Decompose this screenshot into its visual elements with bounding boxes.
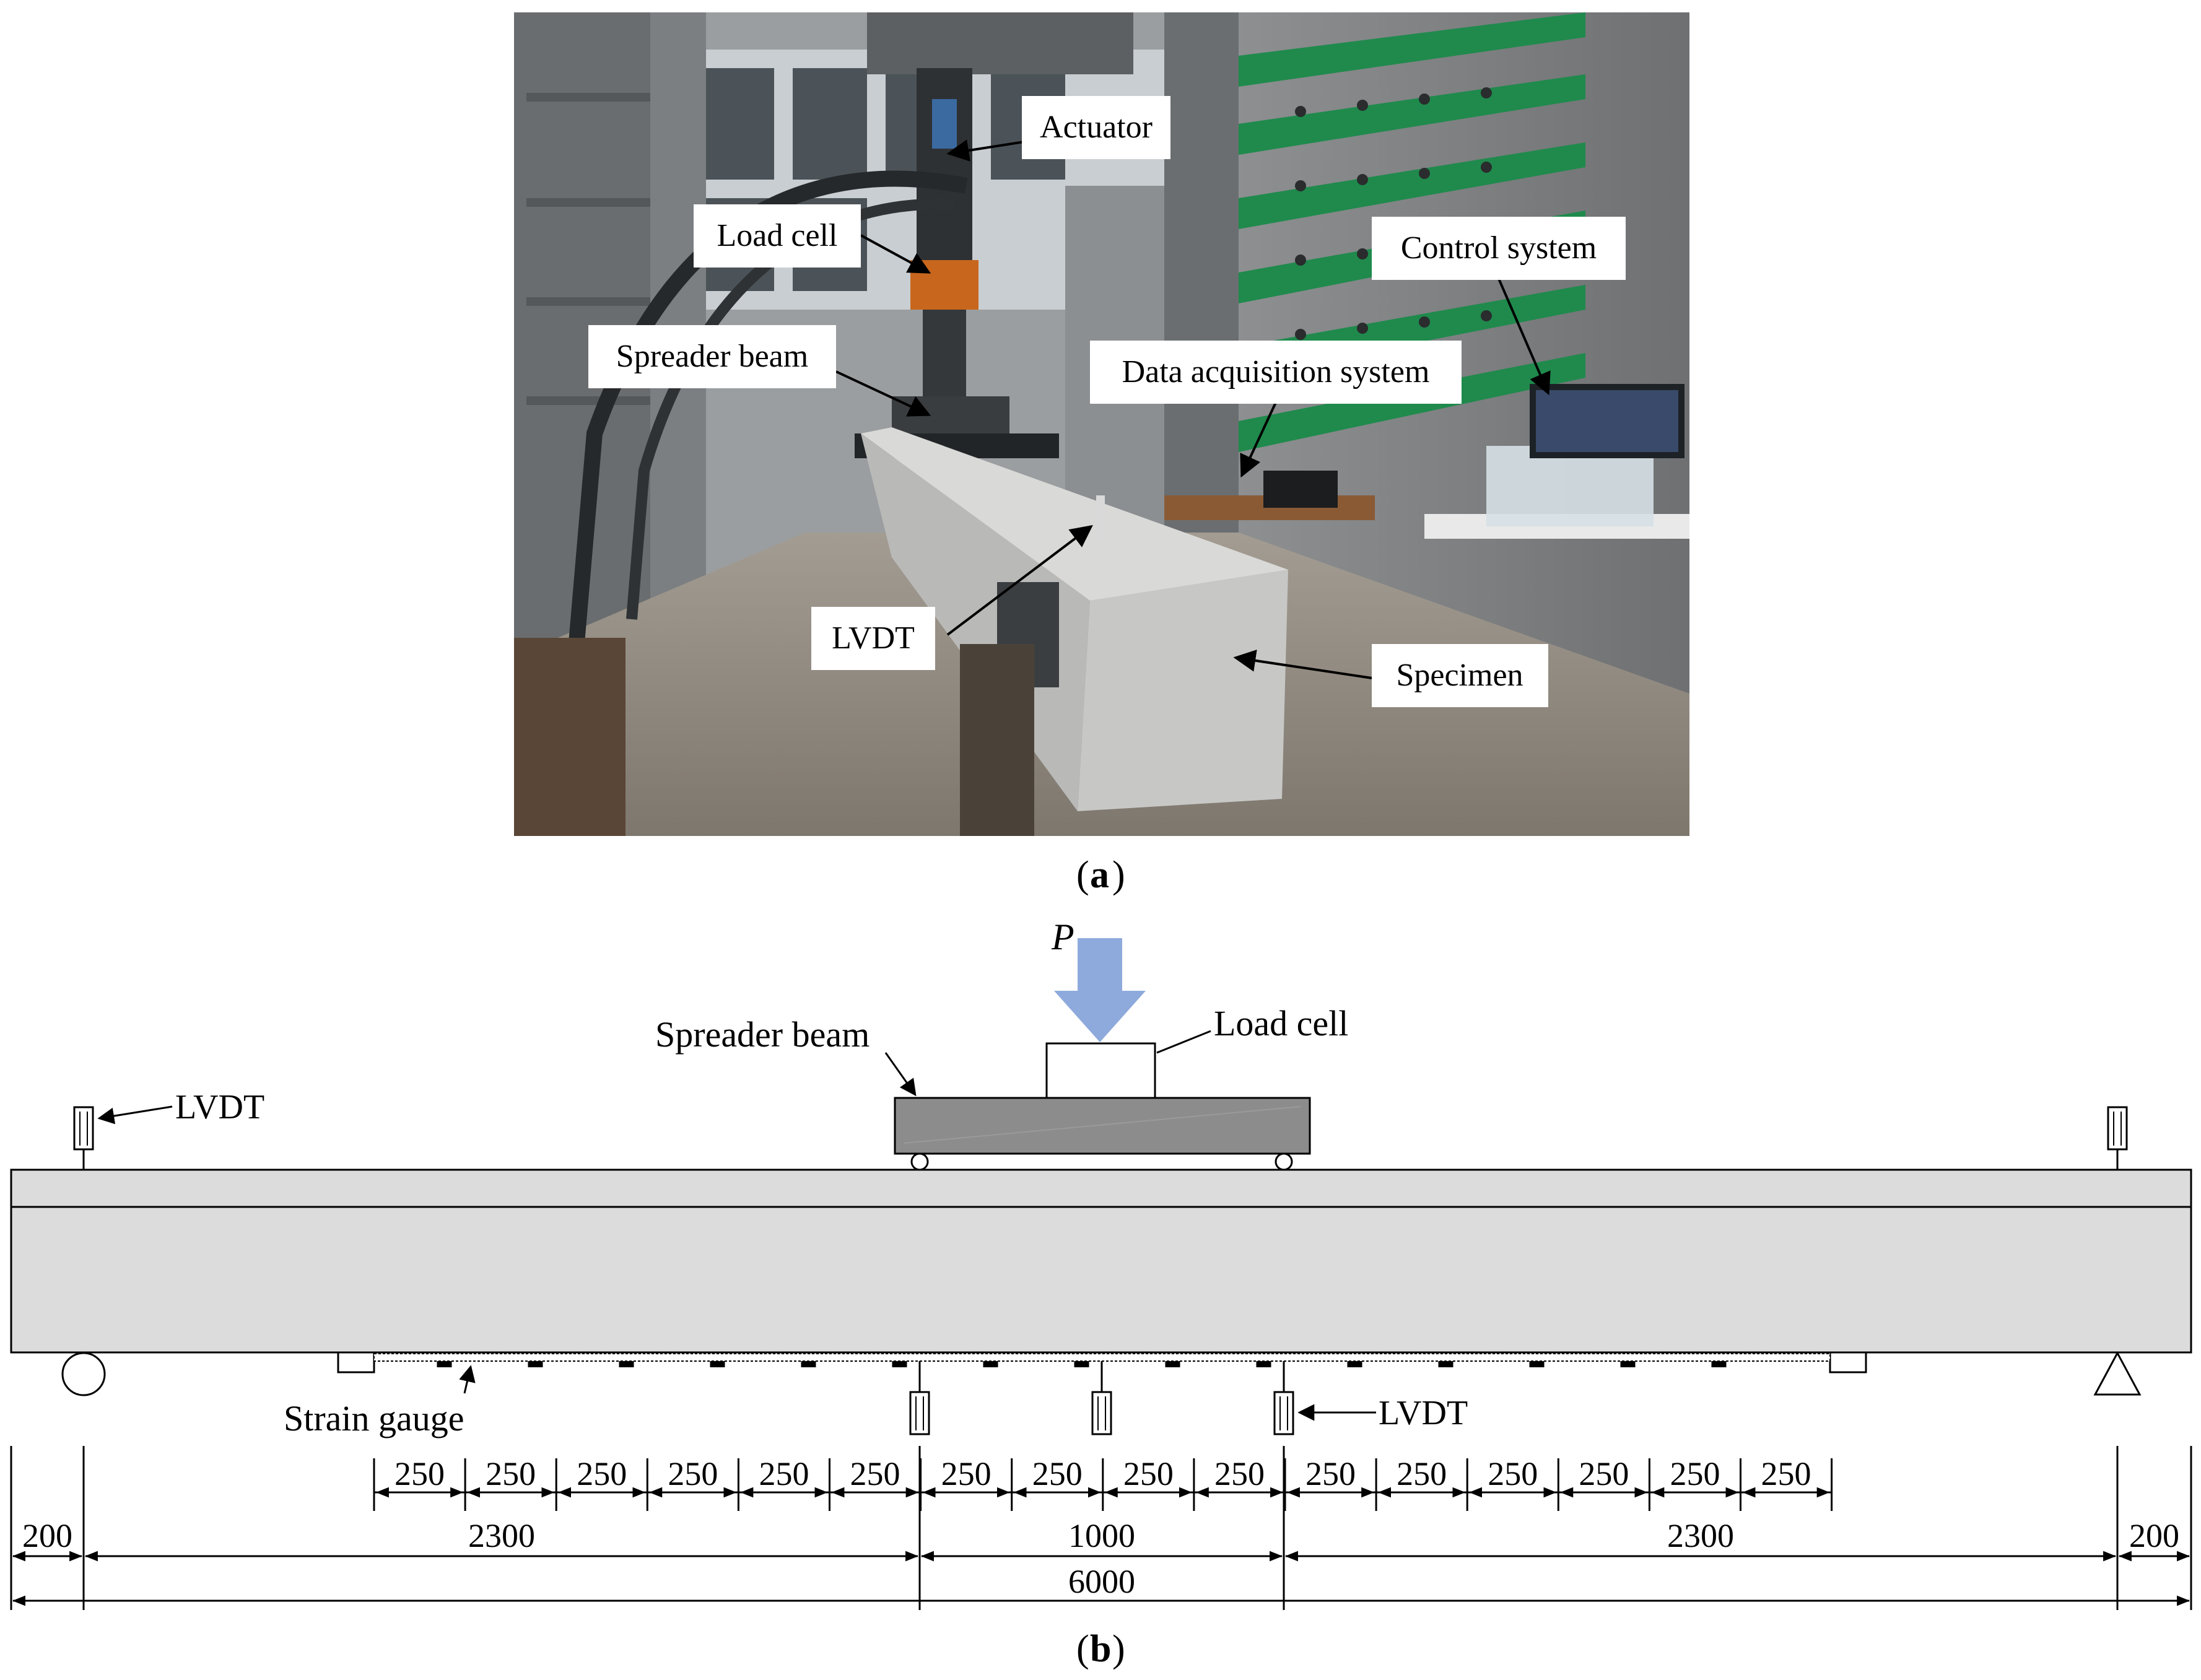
spreader-roller-left	[910, 1152, 929, 1171]
dimension-lines: 250 250 250 250 250 250 250 250 250 250 250 250 250 2…	[10, 1446, 2192, 1610]
lvdt-bottom-group	[909, 1361, 1294, 1435]
dim-gauge-spacing: 250	[759, 1455, 809, 1492]
dim-span: 2300	[468, 1517, 535, 1554]
label-spreader-beam-b: Spreader beam	[655, 1014, 870, 1055]
dim-gauge-spacing: 250	[1579, 1455, 1629, 1492]
lvdt-bottom-2	[1091, 1391, 1112, 1435]
load-cell	[1045, 1042, 1156, 1099]
strain-gauge-mark	[1620, 1361, 1636, 1367]
roller-support	[61, 1352, 106, 1396]
label-load-cell-a: Load cell	[717, 218, 838, 253]
strain-gauge-mark	[1347, 1361, 1362, 1367]
strain-gauge-mark	[801, 1361, 816, 1367]
dim-gauge-spacing: 250	[668, 1455, 718, 1492]
caption-a-letter: a	[1090, 854, 1109, 896]
strain-gauge-mark	[619, 1361, 634, 1367]
dim-gauge-spacing: 250	[1761, 1455, 1811, 1492]
dim-gauge-spacing: 250	[486, 1455, 536, 1492]
dim-gauge-spacing: 250	[850, 1455, 900, 1492]
schematic: P Load cell Spreader beam LVDT	[10, 916, 2192, 1610]
load-symbol-p: P	[1051, 916, 1074, 957]
label-control-system: Control system	[1401, 230, 1597, 266]
strain-gauge-mark	[1256, 1361, 1271, 1367]
lvdt-top-right	[2107, 1106, 2128, 1151]
panel-a-callouts: Actuator Load cell Control system Spread…	[588, 96, 1626, 707]
dim-span: 2300	[1667, 1517, 1734, 1554]
strain-gauge-mark	[528, 1361, 543, 1367]
dim-gauge-spacing: 250	[1123, 1455, 1174, 1492]
caption-b-letter: b	[1090, 1628, 1111, 1670]
caption-a-close: )	[1112, 854, 1125, 896]
dim-gauge-spacing: 250	[394, 1455, 445, 1492]
pin-support	[2093, 1351, 2142, 1396]
caption-b-open: (	[1076, 1628, 1089, 1670]
strain-gauges	[437, 1361, 1727, 1367]
label-lvdt-a: LVDT	[832, 620, 915, 656]
beam-flange	[10, 1169, 2192, 1208]
frp-strip	[373, 1353, 1831, 1362]
anchor-plate-right	[1829, 1351, 1867, 1373]
anchor-plate-left	[337, 1351, 375, 1373]
label-data-acquisition: Data acquisition system	[1122, 354, 1430, 390]
dim-gauge-spacing: 250	[1214, 1455, 1265, 1492]
dim-gauge-spacing: 250	[577, 1455, 627, 1492]
label-actuator: Actuator	[1040, 110, 1153, 145]
label-spreader-beam-a: Spreader beam	[616, 339, 808, 374]
dim-gauge-spacing: 250	[1305, 1455, 1356, 1492]
label-strain-gauge: Strain gauge	[284, 1398, 464, 1438]
strain-gauge-mark	[1438, 1361, 1454, 1367]
caption-a-open: (	[1076, 854, 1089, 896]
label-lvdt-left: LVDT	[175, 1088, 264, 1126]
strain-gauge-mark	[710, 1361, 725, 1367]
dim-span: 200	[22, 1517, 72, 1554]
beam-web	[10, 1206, 2192, 1354]
strain-gauge-mark	[1529, 1361, 1545, 1367]
spreader-beam	[894, 1097, 1311, 1155]
dim-span: 200	[2129, 1517, 2179, 1554]
spreader-roller-right	[1275, 1152, 1293, 1171]
lvdt-top-left	[73, 1106, 94, 1151]
strain-gauge-mark	[1165, 1361, 1180, 1367]
dim-gauge-spacing: 250	[1670, 1455, 1720, 1492]
dim-gauge-spacing: 250	[1488, 1455, 1538, 1492]
dim-gauge-spacing: 250	[941, 1455, 992, 1492]
caption-b-close: )	[1112, 1628, 1125, 1670]
label-lvdt-bottom: LVDT	[1379, 1394, 1468, 1432]
dim-span: 1000	[1068, 1517, 1135, 1554]
strain-gauge-mark	[1074, 1361, 1089, 1367]
lvdt-bottom-3	[1273, 1391, 1294, 1435]
lvdt-bottom-1	[909, 1391, 930, 1435]
dim-total: 6000	[1068, 1563, 1135, 1600]
load-arrow	[1054, 938, 1146, 1042]
strain-gauge-mark	[437, 1361, 452, 1367]
strain-gauge-mark	[983, 1361, 998, 1367]
strain-gauge-mark	[892, 1361, 907, 1367]
label-load-cell-b: Load cell	[1214, 1003, 1348, 1043]
label-specimen: Specimen	[1396, 658, 1523, 693]
dim-gauge-spacing: 250	[1032, 1455, 1083, 1492]
dim-gauge-spacing: 250	[1397, 1455, 1447, 1492]
strain-gauge-mark	[1711, 1361, 1727, 1367]
